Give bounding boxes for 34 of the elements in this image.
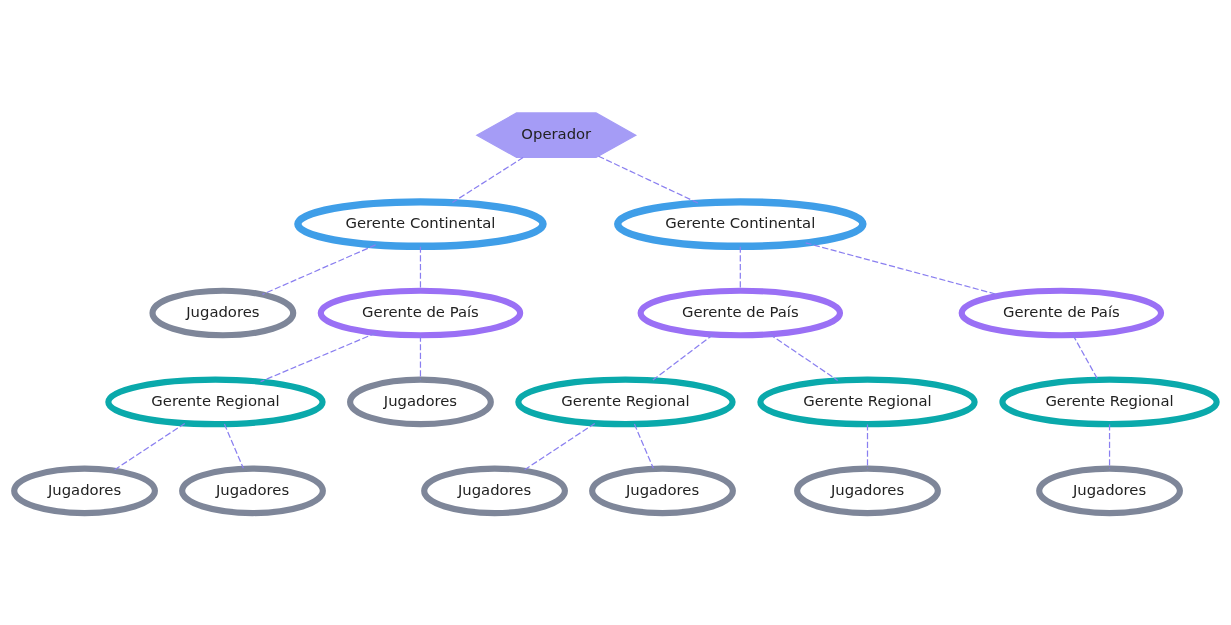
node-ellipse: Gerente Regional [999, 376, 1220, 427]
connector [223, 422, 244, 469]
node-ellipse: Gerente de País [317, 287, 524, 338]
connector [523, 422, 596, 471]
connector [261, 243, 377, 295]
node-ellipse: Gerente Regional [105, 376, 326, 427]
connector [805, 241, 1002, 296]
node-ellipse: Jugadores [347, 376, 494, 427]
connector [419, 245, 422, 291]
node-ellipse: Jugadores [1036, 465, 1183, 516]
node-ellipse: Jugadores [149, 287, 297, 338]
connector [633, 422, 654, 469]
node-ellipse: Jugadores [421, 465, 568, 516]
node-ellipse: Gerente Regional [757, 376, 978, 427]
connector [597, 155, 699, 204]
node-ellipse: Jugadores [589, 465, 736, 516]
node-ellipse: Jugadores [794, 465, 941, 516]
node-ellipse: Gerente Continental [614, 197, 867, 250]
connector [419, 334, 422, 380]
node-ellipse: Gerente Continental [294, 197, 547, 250]
node-ellipse: Jugadores [11, 465, 158, 516]
connector [651, 333, 714, 381]
connector [866, 423, 869, 469]
connector [1108, 423, 1111, 469]
node-ellipse: Gerente de País [958, 287, 1165, 338]
node-ellipse: Gerente Regional [515, 376, 736, 427]
connector [769, 333, 839, 381]
node-ellipse: Gerente de País [637, 287, 844, 338]
node-ellipse: Jugadores [179, 465, 326, 516]
connector [451, 156, 524, 203]
connector [113, 422, 186, 471]
connector [739, 245, 741, 291]
connector [1072, 334, 1099, 380]
connector [259, 331, 377, 382]
